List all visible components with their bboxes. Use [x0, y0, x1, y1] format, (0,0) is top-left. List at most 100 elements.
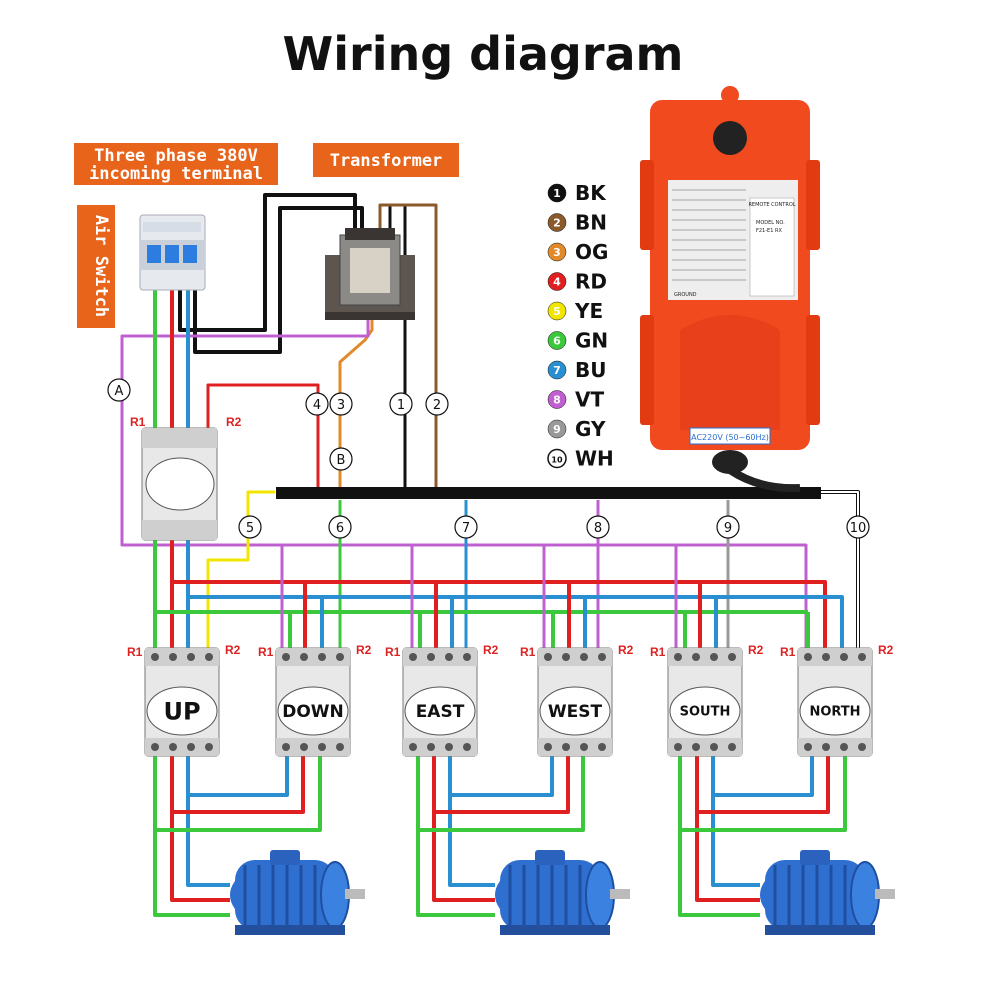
legend-swatch: [547, 390, 567, 409]
wire-marker-6: 6: [328, 515, 352, 539]
legend-number: 7: [553, 364, 561, 377]
contactor-label: EAST: [416, 702, 465, 722]
legend-code: WH: [575, 447, 614, 471]
contactor-r1-label: R1: [385, 645, 401, 659]
transformer-label: Transformer: [313, 143, 459, 177]
svg-text:7: 7: [462, 521, 470, 536]
contactor-label: SOUTH: [680, 705, 731, 720]
main-contactor-r2: R2: [226, 415, 242, 429]
incoming-label-line1: Three phase 380V: [94, 146, 258, 166]
svg-text:A: A: [115, 384, 124, 399]
receiver-model-label: MODEL NO.: [756, 220, 785, 226]
receiver-voltage-label: AC220V (50~60Hz): [691, 433, 769, 442]
contactor-label: WEST: [548, 702, 603, 722]
legend-item-og: 3 OG: [547, 240, 608, 264]
incoming-terminal-label: Three phase 380V incoming terminal: [74, 143, 278, 185]
svg-text:9: 9: [724, 521, 732, 536]
svg-text:8: 8: [594, 521, 602, 536]
contactor-r2-label: R2: [618, 643, 634, 657]
marker-b: B: [329, 447, 353, 471]
contactor-r2-label: R2: [356, 643, 372, 657]
legend-number: 6: [553, 335, 561, 348]
contactor-east: EAST R1 R2: [385, 643, 499, 757]
legend-code: BN: [575, 211, 607, 235]
main-contactor-r1: R1: [130, 415, 146, 429]
legend-code: OG: [575, 240, 608, 264]
legend-item-vt: 8 VT: [547, 388, 604, 412]
contactor-r2-label: R2: [225, 643, 241, 657]
legend-number: 8: [553, 394, 561, 407]
motor-1: [230, 850, 365, 935]
contactor-up: UP R1 R2: [127, 643, 241, 757]
common-terminal-bar: [276, 487, 821, 499]
legend-number: 5: [553, 305, 561, 318]
remote-receiver: REMOTE CONTROL MODEL NO. F21-E1 RX GROUN…: [640, 86, 820, 493]
legend-swatch: [547, 448, 567, 469]
legend-code: RD: [575, 270, 607, 294]
contactor-down: DOWN R1 R2: [258, 643, 372, 757]
contactor-r1-label: R1: [127, 645, 143, 659]
wire-marker-3: 3: [329, 392, 353, 416]
wire-marker-7: 7: [454, 515, 478, 539]
contactor-label: DOWN: [282, 702, 344, 722]
contactor-label: NORTH: [809, 705, 860, 720]
receiver-panel-title: REMOTE CONTROL: [748, 202, 795, 208]
legend-swatch: [547, 360, 567, 380]
svg-text:6: 6: [336, 521, 344, 536]
svg-text:B: B: [337, 453, 346, 468]
legend-swatch: [547, 419, 567, 439]
motors: [230, 850, 895, 935]
svg-text:10: 10: [850, 521, 867, 536]
legend-code: BK: [575, 181, 607, 205]
incoming-label-line2: incoming terminal: [89, 164, 263, 184]
svg-text:5: 5: [246, 521, 254, 536]
legend-number: 3: [553, 246, 561, 259]
legend-swatch: [547, 183, 567, 203]
legend-item-bn: 2 BN: [547, 211, 607, 235]
contactor-label: UP: [163, 697, 200, 725]
legend-item-gy: 9 GY: [547, 417, 606, 441]
wire-marker-4: 4: [305, 392, 329, 416]
air-switch: [139, 214, 206, 291]
contactor-r2-label: R2: [748, 643, 764, 657]
legend-swatch: [547, 213, 567, 232]
transformer-label-text: Transformer: [330, 151, 443, 171]
motor-2: [495, 850, 630, 935]
wire-marker-5: 5: [238, 515, 262, 539]
wire-marker-2: 2: [425, 392, 449, 416]
air-switch-label-text: Air Switch: [91, 215, 111, 317]
contactor-r1-label: R1: [650, 645, 666, 659]
legend-swatch: [547, 242, 567, 262]
contactor-west: WEST R1 R2: [520, 643, 634, 757]
wire-number-markers: 1 2 3 4 5 6 7 8 9 10 A B: [107, 378, 870, 539]
page-title: Wiring diagram: [283, 27, 684, 81]
legend-code: VT: [575, 388, 604, 412]
receiver-model-value: F21-E1 RX: [756, 228, 782, 234]
legend-number: 2: [553, 217, 561, 230]
wire-marker-9: 9: [716, 515, 740, 539]
legend-swatch: [547, 272, 567, 291]
legend-number: 9: [553, 423, 561, 436]
motor-3: [760, 850, 895, 935]
contactor-r1-label: R1: [520, 645, 536, 659]
legend-item-rd: 4 RD: [547, 270, 607, 294]
legend-item-bk: 1 BK: [547, 181, 607, 205]
svg-text:4: 4: [313, 398, 321, 413]
contactor-r1-label: R1: [258, 645, 274, 659]
contactor-r2-label: R2: [483, 643, 499, 657]
transformer: [325, 228, 415, 320]
legend-number: 1: [553, 187, 561, 200]
legend-swatch: [547, 331, 567, 350]
wire-marker-8: 8: [586, 515, 610, 539]
legend-code: GY: [575, 417, 606, 441]
legend-number: 4: [553, 276, 561, 289]
legend-swatch: [547, 301, 567, 321]
